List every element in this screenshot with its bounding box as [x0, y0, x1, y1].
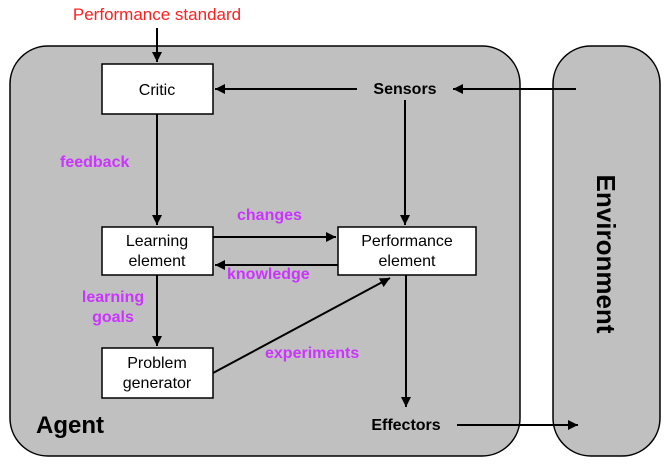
problem-generator-box	[101, 347, 214, 399]
effectors-label: Effectors	[371, 417, 440, 434]
learning-goals-label-1: learning	[82, 289, 144, 306]
critic-label: Critic	[139, 82, 175, 99]
experiments-arrow	[212, 277, 391, 374]
performance-standard-label: Performance standard	[73, 5, 241, 24]
agent-label: Agent	[36, 412, 104, 439]
performance-element-label-2: element	[379, 253, 436, 270]
changes-label: changes	[237, 207, 302, 224]
environment-label: Environment	[591, 175, 621, 334]
problem-generator-label-2: generator	[123, 375, 192, 392]
environment-panel	[552, 45, 661, 457]
experiments-label: experiments	[265, 345, 359, 362]
knowledge-label: knowledge	[227, 266, 310, 283]
learning-element-box	[101, 226, 214, 276]
performance-element-label-1: Performance	[361, 233, 453, 250]
learning-goals-label-2: goals	[92, 309, 134, 326]
problem-generator-label-1: Problem	[127, 355, 187, 372]
performance-element-box	[337, 226, 477, 276]
feedback-label: feedback	[60, 154, 129, 171]
learning-element-label-2: element	[129, 253, 186, 270]
sensors-label: Sensors	[373, 81, 436, 98]
learning-element-label-1: Learning	[126, 233, 188, 250]
